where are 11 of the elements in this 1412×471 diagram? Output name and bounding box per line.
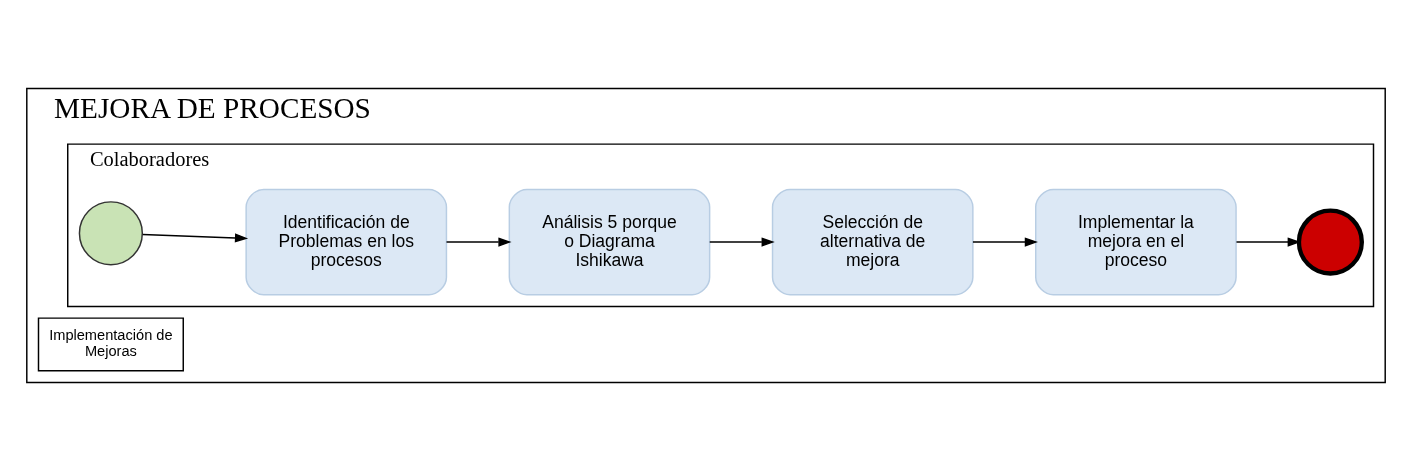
node-box: Identificación de Problemas en los procesos xyxy=(245,188,448,296)
arrow xyxy=(142,233,249,243)
node-box: Implementar la mejora en el proceso xyxy=(1035,188,1237,296)
node-box: Implementación de Mejoras xyxy=(37,317,184,372)
arrow xyxy=(445,237,512,247)
node-circle xyxy=(78,201,144,266)
node-circle xyxy=(1296,208,1364,276)
node-box: Selección de alternativa de mejora xyxy=(771,188,974,296)
arrow xyxy=(972,237,1038,247)
node-box: Análisis 5 porque o Diagrama Ishikawa xyxy=(508,188,711,296)
arrow xyxy=(709,237,775,247)
